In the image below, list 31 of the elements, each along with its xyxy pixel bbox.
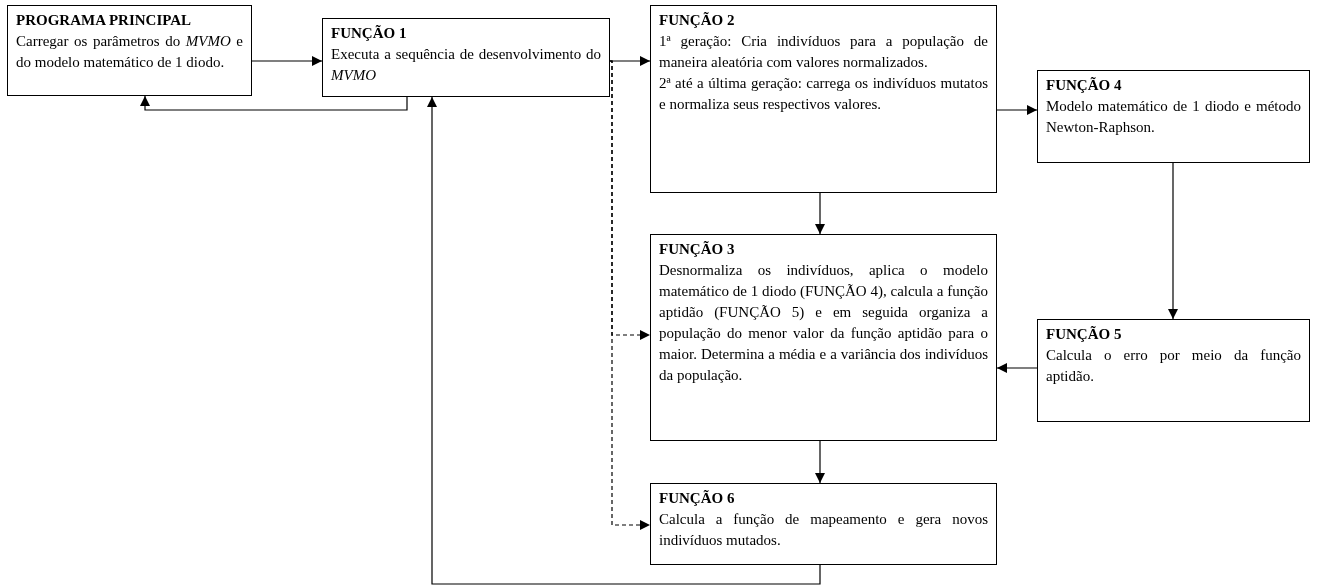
process-box — [650, 234, 997, 441]
arrow — [996, 363, 1038, 373]
box-text: Desnormaliza os indivíduos, aplica o modelo matemático de 1 diodo (FUNÇÃO 4), calcula a função aptidão (FUNÇÃO 5) e em seguida organiza a população do menor valor da função aptidão para o maior. Determina a média e a variância dos indivíduos da população. — [659, 261, 988, 385]
box-heading: FUNÇÃO 6 — [659, 489, 736, 508]
process-box — [650, 483, 997, 565]
box-heading: FUNÇÃO 1 — [331, 24, 408, 43]
box-heading: FUNÇÃO 5 — [1046, 325, 1123, 344]
arrow — [996, 105, 1038, 115]
arrow — [427, 96, 821, 585]
arrow — [815, 440, 825, 484]
box-text: Modelo matemático de 1 diodo e método Newton-Raphson. — [1046, 97, 1301, 137]
box-heading: FUNÇÃO 2 — [659, 11, 736, 30]
process-box — [7, 5, 252, 96]
arrow — [609, 60, 651, 530]
box-text: Calcula o erro por meio da função aptidão. — [1046, 346, 1301, 386]
box-heading: FUNÇÃO 4 — [1046, 76, 1123, 95]
box-text: Executa a sequência de desenvolvimento do MVMO — [331, 45, 601, 85]
process-box — [1037, 319, 1310, 422]
arrow — [815, 192, 825, 235]
box-text: 2ª até a última geração: carrega os indivíduos mutatos e normaliza seus respectivos valores. — [659, 74, 988, 114]
box-heading: PROGRAMA PRINCIPAL — [16, 11, 193, 30]
process-box — [1037, 70, 1310, 163]
arrow — [140, 95, 408, 111]
arrow — [251, 56, 323, 66]
process-box — [322, 18, 610, 97]
arrow — [1168, 162, 1178, 320]
box-text: Calcula a função de mapeamento e gera novos indivíduos mutados. — [659, 510, 988, 550]
box-text: Carregar os parâmetros do MVMO e do modelo matemático de 1 diodo. — [16, 32, 243, 72]
box-text: 1ª geração: Cria indivíduos para a população de maneira aleatória com valores normalizados. — [659, 32, 988, 72]
box-heading: FUNÇÃO 3 — [659, 240, 736, 259]
process-box — [650, 5, 997, 193]
